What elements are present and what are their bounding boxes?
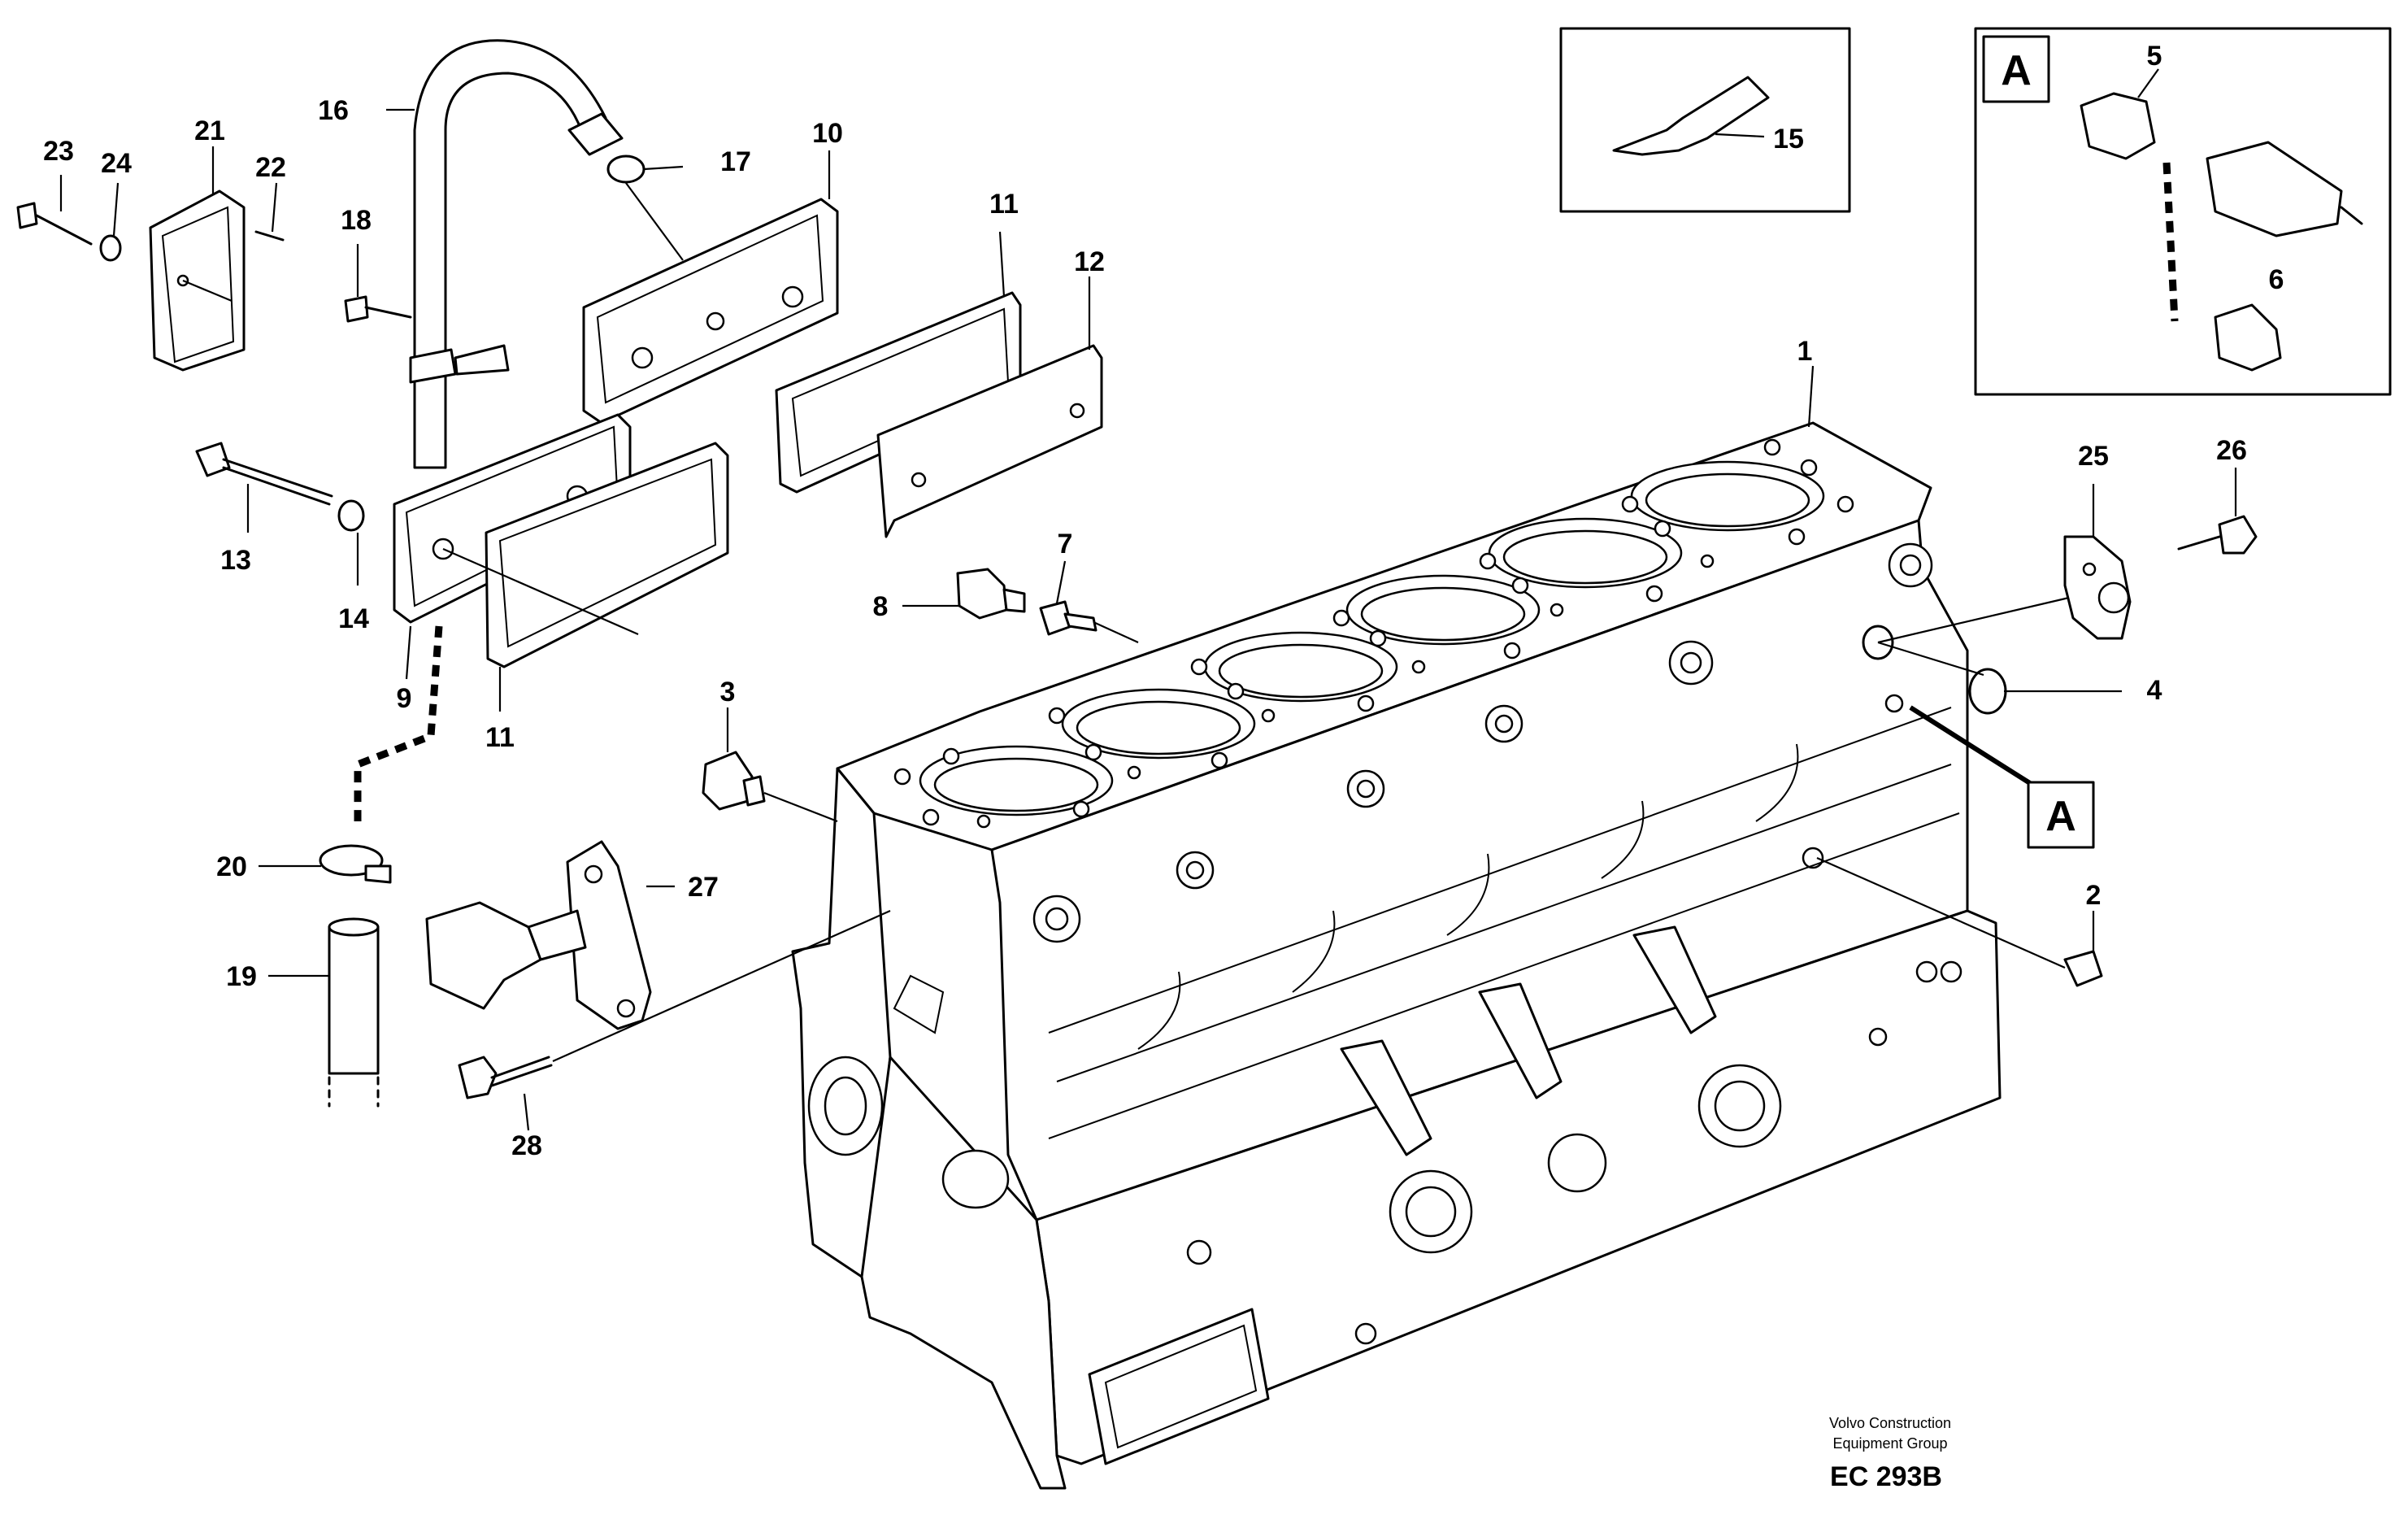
callout-7: 7 bbox=[1058, 529, 1073, 559]
part-21-plate bbox=[149, 189, 246, 372]
callout-22: 22 bbox=[255, 152, 286, 183]
callout-11-upper: 11 bbox=[989, 189, 1019, 220]
detail-a-ref-label: A bbox=[2045, 793, 2076, 840]
part-12-plate bbox=[876, 344, 1103, 538]
credit-line-1: Volvo Construction bbox=[1829, 1415, 1951, 1431]
detail-a-pointer bbox=[1909, 705, 2034, 787]
part-25-bracket bbox=[2063, 535, 2132, 640]
callout-8: 8 bbox=[873, 591, 889, 622]
callout-15: 15 bbox=[1773, 124, 1804, 155]
part-11-gasket-lower bbox=[485, 442, 729, 668]
callout-18: 18 bbox=[341, 205, 372, 236]
part-2-plug bbox=[1816, 856, 2103, 987]
part-20-clamp bbox=[319, 844, 392, 884]
callout-4: 4 bbox=[2147, 675, 2162, 706]
part-16-hose bbox=[409, 39, 624, 469]
callout-17: 17 bbox=[720, 146, 751, 177]
part-26-bolt bbox=[2177, 515, 2258, 555]
part-28-bolt bbox=[458, 1056, 553, 1099]
callout-10: 10 bbox=[812, 118, 843, 149]
callout-27: 27 bbox=[688, 872, 719, 903]
part-14-washer bbox=[337, 499, 365, 532]
callout-19: 19 bbox=[226, 961, 257, 992]
dashed-hose-link bbox=[354, 625, 443, 821]
part-13-bolt bbox=[195, 442, 333, 506]
callout-1: 1 bbox=[1797, 336, 1813, 367]
callout-28: 28 bbox=[511, 1130, 542, 1161]
callout-24: 24 bbox=[101, 148, 132, 179]
callout-labels: 1 2 3 4 5 6 7 8 9 10 11 11 12 13 14 15 1… bbox=[43, 41, 2284, 1492]
callout-9: 9 bbox=[397, 683, 412, 714]
callout-26: 26 bbox=[2216, 435, 2247, 466]
drawing-code: EC 293B bbox=[1830, 1461, 1942, 1492]
part-27-bracket bbox=[425, 840, 652, 1030]
engine-block bbox=[791, 421, 2002, 1490]
part-19-hose bbox=[328, 917, 380, 1108]
part-17-oring bbox=[606, 155, 645, 184]
deck-holes bbox=[893, 438, 1854, 829]
part-10-cover bbox=[582, 198, 839, 424]
callout-12: 12 bbox=[1074, 246, 1105, 277]
callout-16: 16 bbox=[318, 95, 349, 126]
detail-a-label: A bbox=[2001, 47, 2032, 94]
callout-3: 3 bbox=[720, 677, 736, 707]
leader-lines bbox=[59, 108, 2237, 1131]
callout-2: 2 bbox=[2086, 880, 2102, 911]
part-8-sensor bbox=[956, 568, 1026, 620]
callout-6: 6 bbox=[2269, 264, 2284, 295]
callout-11-lower: 11 bbox=[485, 722, 515, 753]
callout-20: 20 bbox=[216, 851, 247, 882]
part-7-union bbox=[1039, 600, 1098, 636]
part-3-plug bbox=[702, 751, 838, 823]
credit-line-2: Equipment Group bbox=[1832, 1435, 1947, 1452]
callout-25: 25 bbox=[2078, 441, 2109, 472]
callout-21: 21 bbox=[194, 115, 225, 146]
callout-23: 23 bbox=[43, 136, 74, 167]
part-22-pin bbox=[254, 230, 285, 242]
part-24-washer bbox=[99, 234, 122, 262]
inset-sealant bbox=[1559, 27, 1851, 213]
callout-13: 13 bbox=[220, 545, 251, 576]
callout-14: 14 bbox=[338, 603, 369, 634]
detail-a-ref-box bbox=[2027, 781, 2095, 849]
part-18-screw bbox=[344, 295, 412, 323]
inset-detail-a bbox=[1974, 27, 2392, 396]
callout-5: 5 bbox=[2147, 41, 2162, 72]
part-23-bolt bbox=[16, 202, 93, 246]
